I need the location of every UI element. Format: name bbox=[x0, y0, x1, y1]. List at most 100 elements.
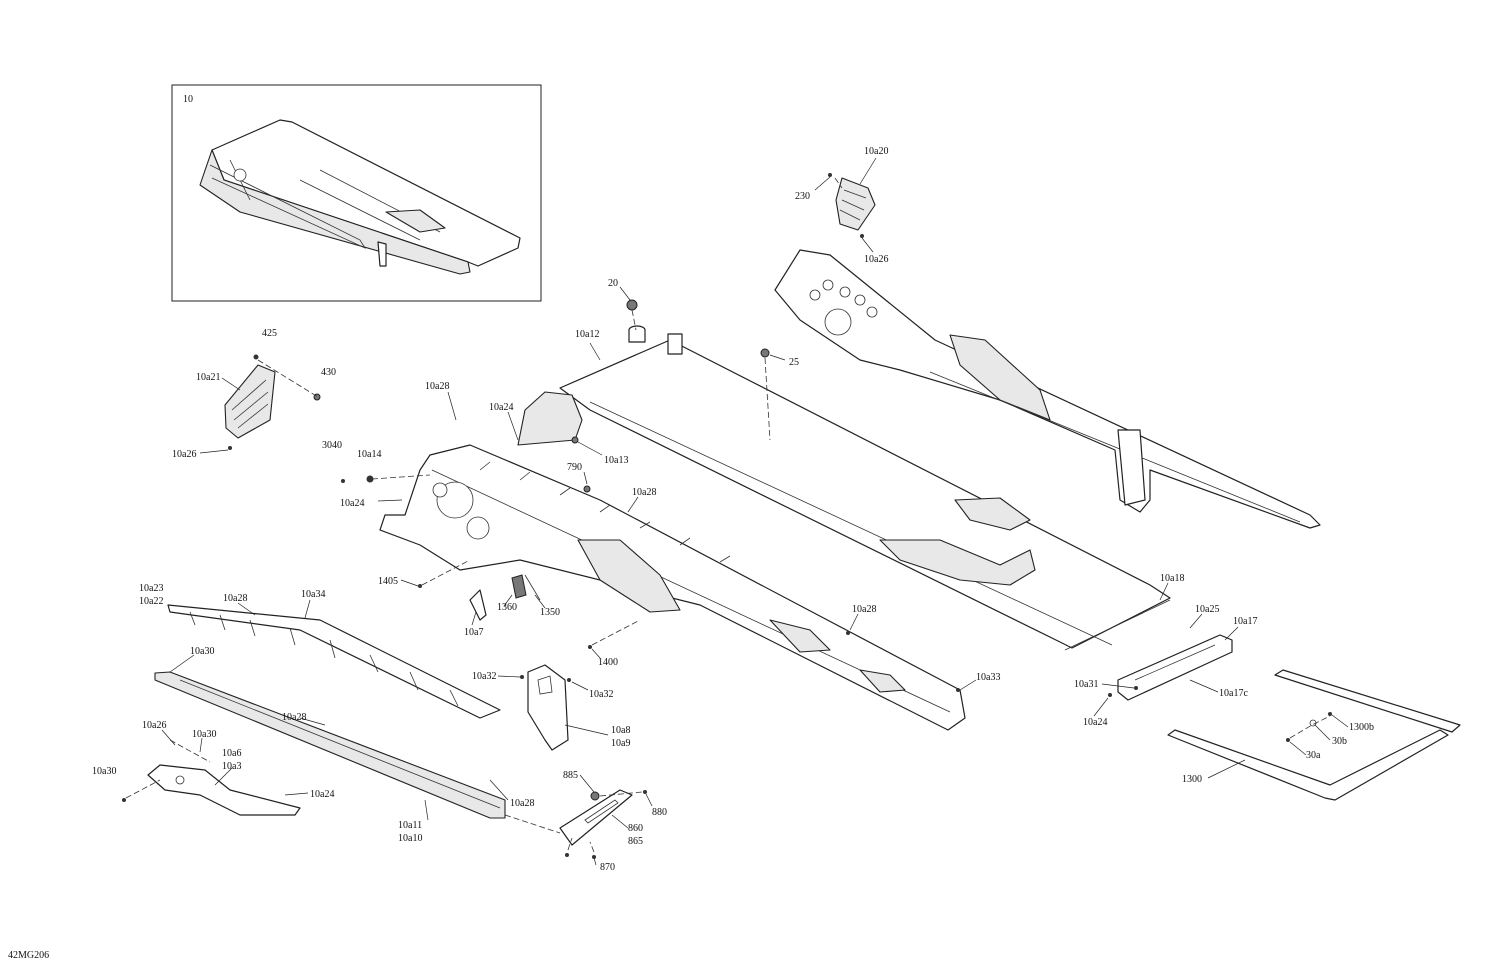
inset-frame bbox=[171, 84, 542, 302]
callout-30b: 30b bbox=[1332, 736, 1347, 747]
lead-1300b bbox=[1331, 714, 1349, 728]
callout-885: 885 bbox=[563, 770, 578, 781]
lead-10a32-b bbox=[571, 681, 589, 691]
lead-10a17 bbox=[1224, 626, 1239, 641]
lead-10a17c bbox=[1189, 679, 1219, 693]
callout-10a6: 10a6 bbox=[222, 748, 241, 759]
seal-strip bbox=[1064, 599, 1171, 651]
dash-bumper bbox=[1289, 715, 1331, 739]
front-dome bbox=[517, 391, 583, 446]
callout-10a26-left: 10a26 bbox=[172, 449, 196, 460]
front-grille-plate bbox=[224, 364, 276, 439]
callout-10a17: 10a17 bbox=[1233, 616, 1257, 627]
fastener-1405 bbox=[418, 584, 422, 588]
running-board-upper bbox=[167, 604, 501, 719]
lead-10a7 bbox=[471, 611, 477, 626]
lead-10a26-left bbox=[199, 449, 229, 454]
dash-1400 bbox=[591, 619, 641, 646]
left-side-panel bbox=[379, 444, 966, 731]
running-board-ribs bbox=[189, 611, 459, 707]
lead-10a28-c bbox=[237, 602, 256, 616]
callout-10a24-c: 10a24 bbox=[1083, 717, 1107, 728]
screw-870-a bbox=[565, 853, 569, 857]
lead-10a28-e bbox=[299, 717, 326, 726]
lead-10a24-a bbox=[507, 411, 519, 441]
callout-230: 230 bbox=[795, 191, 810, 202]
dash-425-430 bbox=[257, 359, 319, 398]
dash-870 bbox=[567, 837, 595, 853]
lead-1350 bbox=[534, 594, 546, 609]
grommet-20 bbox=[626, 299, 638, 311]
rear-grille-plate bbox=[835, 177, 876, 231]
side-bracket-slot bbox=[537, 675, 553, 695]
inset-rail bbox=[209, 164, 367, 249]
nut-10a26-left bbox=[228, 446, 232, 450]
rear-bumper-bar bbox=[1167, 729, 1449, 801]
lead-1360 bbox=[503, 594, 513, 607]
callout-10a12: 10a12 bbox=[575, 329, 599, 340]
lead-880 bbox=[645, 793, 653, 807]
front-bracket-hole bbox=[175, 775, 185, 785]
left-panel-cutout-1 bbox=[577, 539, 681, 613]
inset-vent bbox=[385, 209, 446, 233]
lead-10a20 bbox=[859, 157, 877, 185]
lead-1405 bbox=[400, 579, 419, 587]
lead-10a25 bbox=[1189, 613, 1203, 629]
tunnel-top-fold bbox=[589, 401, 1113, 646]
lead-10a34 bbox=[304, 599, 311, 619]
callout-10a13: 10a13 bbox=[604, 455, 628, 466]
callout-10a7: 10a7 bbox=[464, 627, 483, 638]
callout-30a: 30a bbox=[1306, 750, 1321, 761]
right-panel-hole-1 bbox=[809, 289, 821, 301]
left-panel-small-hole-2 bbox=[466, 516, 490, 540]
front-bracket-body bbox=[147, 764, 301, 816]
callout-10a34: 10a34 bbox=[301, 589, 325, 600]
callout-790: 790 bbox=[567, 462, 582, 473]
screw-30a bbox=[1286, 738, 1290, 742]
filler-neck bbox=[667, 333, 683, 355]
grommet-25 bbox=[760, 348, 770, 358]
lead-10a8 bbox=[564, 724, 609, 736]
dash-885-880 bbox=[599, 791, 643, 797]
nut-885 bbox=[590, 791, 600, 801]
lead-25 bbox=[769, 354, 786, 361]
inset-tunnel-side bbox=[199, 149, 471, 275]
right-side-panel bbox=[774, 249, 1321, 529]
lead-10a13 bbox=[577, 441, 603, 456]
screw-10a28-d bbox=[846, 631, 850, 635]
callout-880: 880 bbox=[652, 807, 667, 818]
rear-vent-cutouts bbox=[879, 539, 1036, 586]
dash-footrest-plate bbox=[504, 814, 561, 834]
right-panel-hole-4 bbox=[854, 294, 866, 306]
right-panel-hole-5 bbox=[866, 306, 878, 318]
lead-10a30-b bbox=[199, 737, 203, 753]
screw-10a31 bbox=[1134, 686, 1138, 690]
screw-870-b bbox=[592, 855, 596, 859]
running-board-frame bbox=[167, 604, 501, 719]
callout-10a24-b: 10a24 bbox=[340, 498, 364, 509]
screw-10a30-left bbox=[122, 798, 126, 802]
left-panel-cutout-3 bbox=[859, 669, 906, 693]
lead-10a26-b bbox=[161, 729, 176, 746]
right-panel-hole-2 bbox=[822, 279, 834, 291]
callout-10a17c: 10a17c bbox=[1219, 688, 1248, 699]
screw-10a32-a bbox=[520, 675, 524, 679]
rear-bumper-crossbar bbox=[1274, 669, 1461, 733]
right-panel-hole-3 bbox=[839, 286, 851, 298]
nut-10a26-top bbox=[860, 234, 864, 238]
rear-bracket-fold bbox=[1134, 644, 1216, 681]
lead-790 bbox=[583, 471, 588, 485]
screw-425 bbox=[253, 354, 259, 360]
right-panel-cutout bbox=[949, 334, 1051, 421]
callout-25: 25 bbox=[789, 357, 799, 368]
callout-1300b: 1300b bbox=[1349, 722, 1374, 733]
screw-1300b bbox=[1328, 712, 1332, 716]
front-grille-10a21 bbox=[224, 364, 276, 439]
callout-10a22: 10a22 bbox=[139, 596, 163, 607]
lower-plate-860 bbox=[559, 789, 633, 846]
callout-10a8: 10a8 bbox=[611, 725, 630, 736]
callout-10a24-d: 10a24 bbox=[310, 789, 334, 800]
spring-1350 bbox=[524, 574, 541, 601]
callout-10a25: 10a25 bbox=[1195, 604, 1219, 615]
